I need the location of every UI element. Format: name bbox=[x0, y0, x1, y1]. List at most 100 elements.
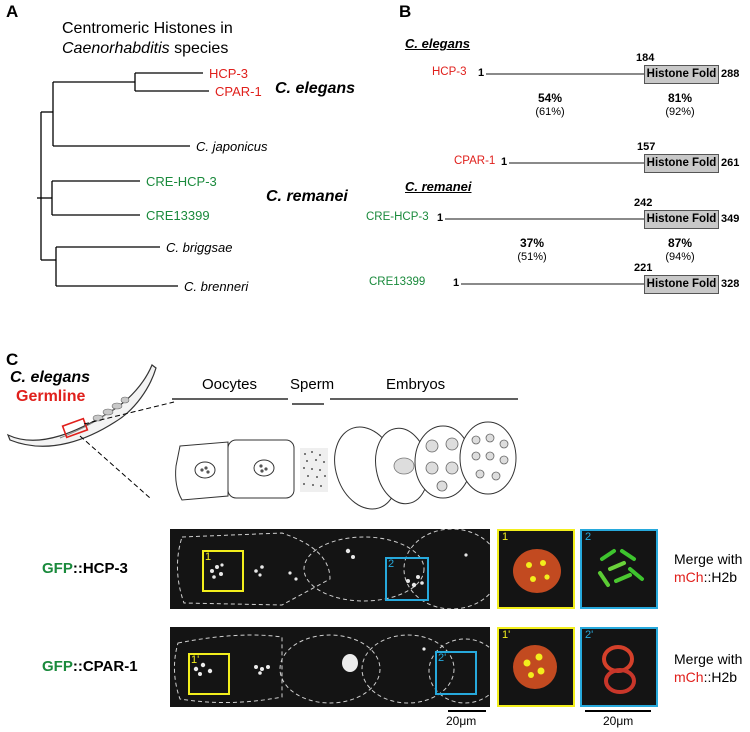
inset-2-frame bbox=[580, 529, 658, 609]
protein-name-cpar1: CPAR-1 bbox=[454, 155, 496, 167]
hcp3-histone-fold: Histone Fold bbox=[644, 65, 719, 84]
elegans-fold-identity: 81%(92%) bbox=[660, 91, 700, 119]
micrograph-hcp3 bbox=[170, 529, 490, 609]
inset-box-1p bbox=[188, 653, 230, 695]
leaf-cpar1: CPAR-1 bbox=[215, 84, 262, 99]
panel-b-label: B bbox=[399, 2, 412, 21]
leaf-c-japonicus: C. japonicus bbox=[196, 139, 268, 154]
inset-2-merge bbox=[580, 529, 658, 609]
merge-mch: mCh bbox=[674, 569, 704, 585]
elegans-fold-identity-value: 81% bbox=[667, 91, 693, 105]
merge-with-text: Merge with bbox=[674, 551, 743, 567]
heading-elegans: C. elegans bbox=[405, 36, 471, 51]
scale-bar-inset bbox=[585, 710, 651, 712]
stage-sperm: Sperm bbox=[290, 376, 335, 393]
elegans-nterm-identity-value: 54% bbox=[537, 91, 563, 105]
scale-bar-inset-label: 20μm bbox=[603, 714, 634, 728]
panel-a-title-line1: Centromeric Histones in bbox=[62, 20, 233, 37]
cre-hcp3-fold-start: 242 bbox=[634, 197, 653, 209]
genus-name: Caenorhabditis bbox=[62, 40, 170, 57]
inset-box-2-label: 2 bbox=[388, 558, 395, 570]
panel-a-label: A bbox=[6, 2, 19, 21]
leaf-hcp3: HCP-3 bbox=[209, 66, 249, 81]
hcp3-start: 1 bbox=[478, 67, 485, 79]
merge-with-text-2: Merge with bbox=[674, 651, 743, 667]
inset-box-2p-label: 2' bbox=[438, 652, 447, 664]
inset-1-frame bbox=[497, 529, 575, 609]
inset-1-label: 1 bbox=[502, 531, 509, 543]
inset-2p-label: 2' bbox=[585, 629, 594, 641]
inset-1-merge bbox=[497, 529, 575, 609]
merge-marker: mCh::H2b bbox=[674, 568, 742, 586]
leaf-c-brenneri: C. brenneri bbox=[184, 279, 249, 294]
elegans-nterm-identity: 54%(61%) bbox=[530, 91, 570, 119]
cpar1-fold-start: 157 bbox=[637, 141, 656, 153]
remanei-nterm-similarity: (51%) bbox=[517, 251, 547, 263]
remanei-fold-similarity: (94%) bbox=[665, 251, 695, 263]
cre13399-start: 1 bbox=[453, 277, 460, 289]
inset-box-2 bbox=[385, 557, 429, 601]
cre13399-tail-bar bbox=[461, 283, 644, 285]
heading-remanei: C. remanei bbox=[405, 179, 472, 194]
merge-label-row2: Merge with mCh::H2b bbox=[674, 650, 742, 686]
protein-name-hcp3: HCP-3 bbox=[432, 66, 467, 78]
merge-marker-2: mCh::H2b bbox=[674, 668, 742, 686]
row2-gfp: GFP bbox=[42, 658, 73, 675]
merge-h2b: ::H2b bbox=[703, 569, 738, 585]
cre13399-histone-fold: Histone Fold bbox=[644, 275, 719, 294]
row2-label: GFP::CPAR-1 bbox=[42, 658, 138, 675]
inset-2p-frame bbox=[580, 627, 658, 707]
title-rest: species bbox=[169, 40, 229, 57]
inset-box-1-label: 1 bbox=[205, 551, 212, 563]
cre-hcp3-end: 349 bbox=[721, 213, 740, 225]
inset-box-1p-label: 1' bbox=[191, 654, 200, 666]
inset-box-2p bbox=[435, 651, 477, 695]
remanei-fold-identity: 87%(94%) bbox=[660, 236, 700, 264]
worm-illustration bbox=[6, 364, 175, 499]
hcp3-fold-start: 184 bbox=[636, 52, 655, 64]
panel-a-title-line2: Caenorhabditis species bbox=[62, 40, 228, 58]
leaf-c-briggsae: C. briggsae bbox=[166, 240, 233, 255]
group-label-remanei: C. remanei bbox=[266, 188, 348, 205]
merge-h2b-2: ::H2b bbox=[703, 669, 738, 685]
stage-embryos: Embryos bbox=[386, 376, 446, 393]
remanei-nterm-identity-value: 37% bbox=[519, 236, 545, 250]
scale-bar-main bbox=[448, 710, 486, 712]
hcp3-end: 288 bbox=[721, 68, 740, 80]
cpar1-tail-bar bbox=[509, 162, 644, 164]
germline-schematic bbox=[172, 398, 518, 510]
elegans-fold-similarity: (92%) bbox=[665, 106, 695, 118]
hcp3-tail-bar bbox=[486, 73, 644, 75]
panel-c-label: C bbox=[6, 350, 19, 369]
row1-gfp: GFP bbox=[42, 560, 73, 577]
inset-1p-merge bbox=[497, 627, 575, 707]
scale-bar-main-label: 20μm bbox=[446, 714, 477, 728]
group-label-elegans: C. elegans bbox=[275, 80, 356, 97]
cre13399-fold-start: 221 bbox=[634, 262, 653, 274]
germline-label: Germline bbox=[16, 388, 86, 405]
inset-2p-merge bbox=[580, 627, 658, 707]
merge-label-row1: Merge with mCh::H2b bbox=[674, 550, 742, 586]
cre-hcp3-start: 1 bbox=[437, 212, 444, 224]
remanei-fold-identity-value: 87% bbox=[667, 236, 693, 250]
cpar1-histone-fold: Histone Fold bbox=[644, 154, 719, 173]
elegans-nterm-similarity: (61%) bbox=[535, 106, 565, 118]
cre-hcp3-tail-bar bbox=[445, 218, 644, 220]
inset-2-label: 2 bbox=[585, 531, 592, 543]
inset-box-1 bbox=[202, 550, 244, 592]
protein-name-cre13399: CRE13399 bbox=[369, 276, 426, 288]
inset-1p-frame bbox=[497, 627, 575, 707]
inset-1p-label: 1' bbox=[502, 629, 511, 641]
cre13399-end: 328 bbox=[721, 278, 740, 290]
row2-protein: ::CPAR-1 bbox=[72, 658, 138, 675]
row1-label: GFP::HCP-3 bbox=[42, 560, 128, 577]
leaf-cre-hcp3: CRE-HCP-3 bbox=[146, 174, 217, 189]
protein-name-cre-hcp3: CRE-HCP-3 bbox=[366, 211, 429, 223]
row1-protein: ::HCP-3 bbox=[72, 560, 128, 577]
cpar1-start: 1 bbox=[501, 156, 508, 168]
cre-hcp3-histone-fold: Histone Fold bbox=[644, 210, 719, 229]
cpar1-end: 261 bbox=[721, 157, 740, 169]
worm-species-label: C. elegans bbox=[10, 369, 91, 386]
leaf-cre13399: CRE13399 bbox=[146, 208, 210, 223]
merge-mch-2: mCh bbox=[674, 669, 704, 685]
